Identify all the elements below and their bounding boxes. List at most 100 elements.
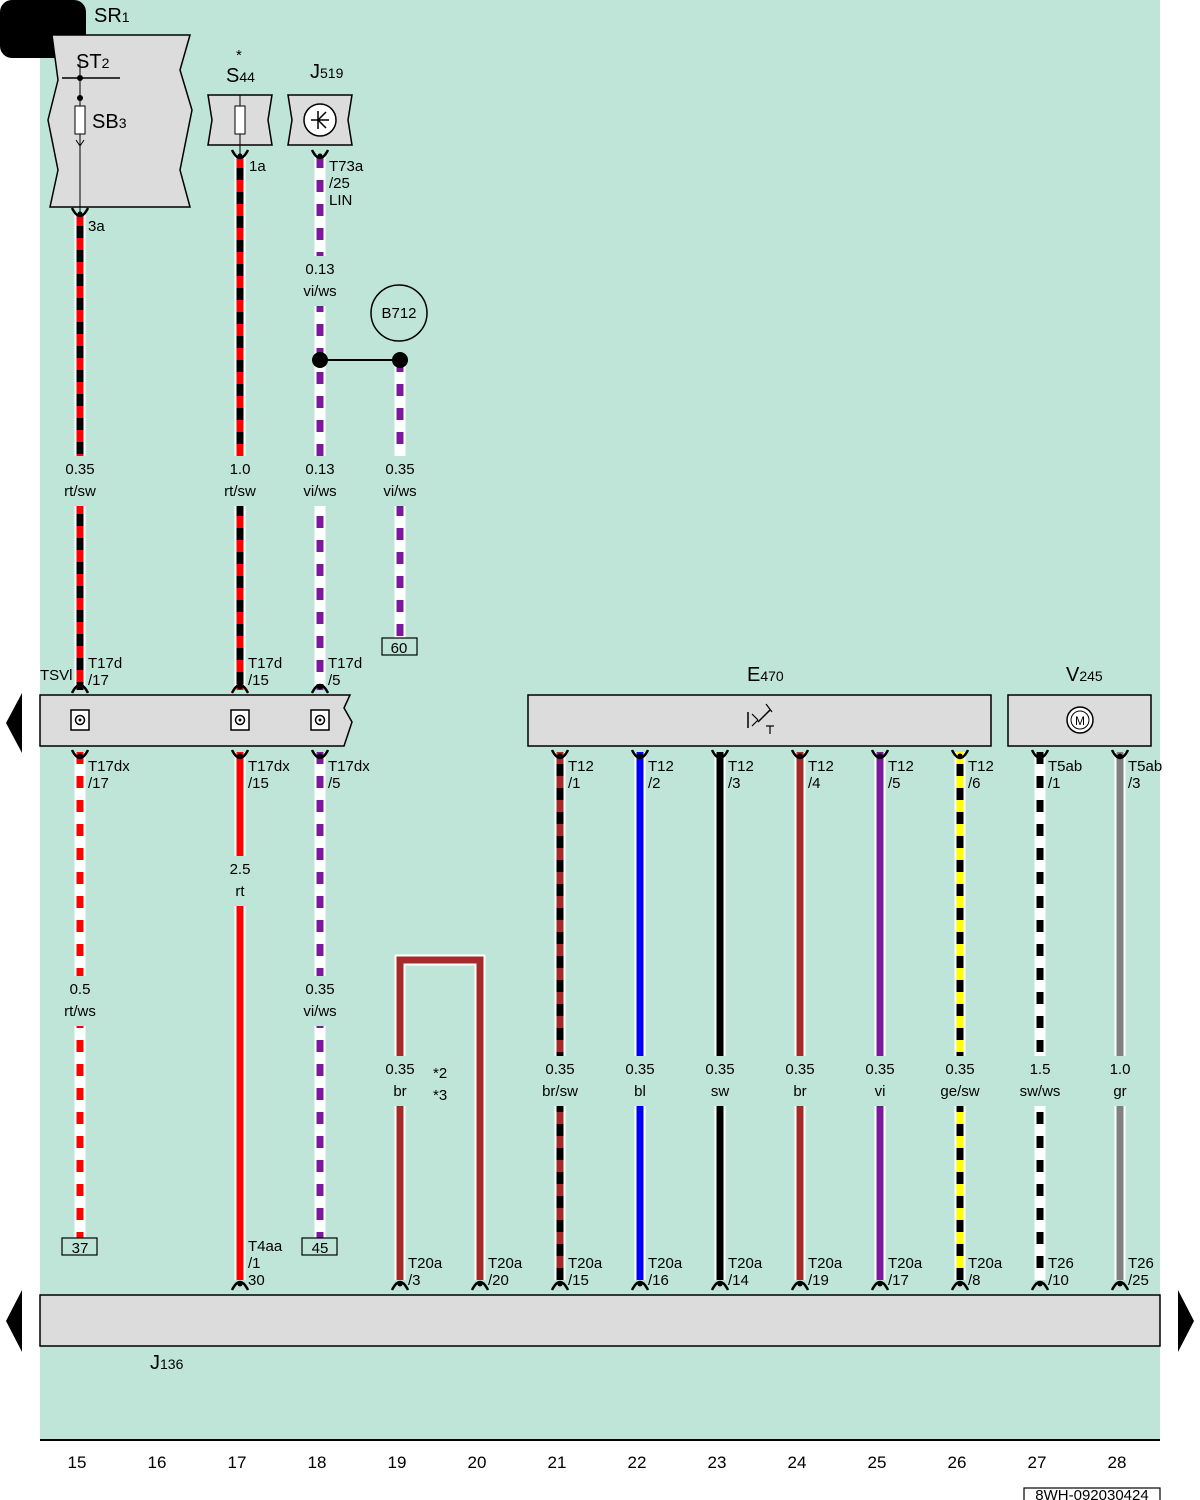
pin-label: T20a: [888, 1255, 923, 1272]
column-number: 21: [548, 1453, 567, 1472]
pin-label: T20a: [568, 1255, 603, 1272]
wire-size: 1.0: [1110, 1061, 1131, 1078]
footnote-2: *2: [433, 1065, 447, 1082]
terminal-dot: [1117, 1281, 1123, 1287]
terminal-dot: [317, 153, 323, 159]
wire-color: br/sw: [542, 1083, 578, 1100]
wire-size: 0.35: [65, 461, 94, 478]
column-number: 18: [308, 1453, 327, 1472]
column-number: 26: [948, 1453, 967, 1472]
wire-size: 0.5: [70, 981, 91, 998]
j136-label: J136: [150, 1352, 184, 1374]
column-number: 22: [628, 1453, 647, 1472]
pin-label: T20a: [408, 1255, 443, 1272]
pin-label: /10: [1048, 1272, 1069, 1289]
sb3-label: SB3: [92, 111, 127, 133]
pin-label: /6: [968, 775, 981, 792]
pin-label: /19: [808, 1272, 829, 1289]
reference-45[interactable]: 45: [301, 1237, 338, 1257]
wire-size: 0.35: [705, 1061, 734, 1078]
svg-text:60: 60: [391, 640, 408, 657]
switch-symbol-icon: [747, 703, 774, 734]
pin-label: /17: [88, 775, 109, 792]
left-arrow-icon[interactable]: [6, 693, 22, 753]
pin-label: T17d: [88, 655, 122, 672]
pin-label: T12: [568, 758, 594, 775]
pin-label: /1: [248, 1255, 261, 1272]
pin-label: T12: [808, 758, 834, 775]
pin-label: T20a: [808, 1255, 843, 1272]
column-numbers: 15 16 17 18 19 20 21 22 23 24 25 26 27 2…: [68, 1453, 1127, 1472]
pin-label: T26: [1128, 1255, 1154, 1272]
j136-control-unit[interactable]: [39, 1294, 1161, 1347]
wire-color: vi/ws: [303, 283, 336, 300]
column-number: 15: [68, 1453, 87, 1472]
splice-node: [312, 352, 328, 368]
reference-60[interactable]: 60: [381, 637, 418, 657]
terminal-dot: [717, 753, 723, 759]
column-number: 17: [228, 1453, 247, 1472]
sr1-component[interactable]: [47, 34, 193, 212]
wire-size: 1.0: [230, 461, 251, 478]
wire-color: ge/sw: [940, 1083, 979, 1100]
wire-size: 0.35: [305, 981, 334, 998]
pin-label: T12: [648, 758, 674, 775]
wire-size: 0.35: [785, 1061, 814, 1078]
terminal-dot: [317, 684, 323, 690]
b712-circle[interactable]: [370, 284, 428, 342]
wire-size: 1.5: [1030, 1061, 1051, 1078]
right-arrow-icon[interactable]: [1178, 1290, 1194, 1352]
terminal-dot: [237, 753, 243, 759]
terminal-dot: [877, 753, 883, 759]
contacts-layer: [70, 709, 330, 731]
bridge-wire: [394, 954, 486, 1280]
wires-layer: [74, 156, 1126, 1280]
pin-label: 30: [248, 1272, 265, 1289]
s44-fuse[interactable]: [207, 94, 273, 160]
wire-color: gr: [1113, 1083, 1126, 1100]
pin-label: T5ab: [1128, 758, 1162, 775]
pin-label: T12: [728, 758, 754, 775]
motor-icon: M: [1066, 706, 1094, 734]
terminal-dot: [637, 1281, 643, 1287]
pin-label: /15: [568, 1272, 589, 1289]
terminal-dot: [1117, 753, 1123, 759]
t17-connector[interactable]: [39, 694, 353, 747]
reference-37[interactable]: 37: [61, 1237, 98, 1257]
pin-label: /3: [1128, 775, 1141, 792]
terminals-layer: [70, 149, 1130, 1291]
wire-color: bl: [634, 1083, 646, 1100]
pin-label: /2: [648, 775, 661, 792]
wire-labels: 0.35 rt/sw 1.0 rt/sw 0.13 vi/ws 0.13 vi/…: [56, 256, 1144, 1106]
pin-label: T73a: [329, 158, 364, 175]
sr1-label: SR1: [94, 5, 130, 27]
terminal-dot: [77, 753, 83, 759]
pin-label: T17d: [328, 655, 362, 672]
pin-label: /3: [728, 775, 741, 792]
wire-color: rt: [235, 883, 245, 900]
pin-labels: 3a 1a T73a /25 LIN T17d /17 T17d /15 T17…: [88, 158, 1162, 1289]
splice-node: [392, 352, 408, 368]
pin-contact-icon: [70, 709, 90, 731]
pin-label: /4: [808, 775, 821, 792]
pin-label: /17: [888, 1272, 909, 1289]
column-number: 19: [388, 1453, 407, 1472]
terminal-dot: [237, 684, 243, 690]
wire-size: 0.35: [865, 1061, 894, 1078]
terminal-dot: [1037, 753, 1043, 759]
pin-label: T12: [888, 758, 914, 775]
left-arrow-icon[interactable]: [6, 1290, 22, 1352]
pin-contact-icon: [230, 709, 250, 731]
pin-label: /16: [648, 1272, 669, 1289]
terminal-dot: [477, 1281, 483, 1287]
wire-size: 0.35: [385, 461, 414, 478]
column-number: 28: [1108, 1453, 1127, 1472]
j519-control-unit[interactable]: [287, 94, 353, 146]
pin-label: /25: [329, 175, 350, 192]
wire-size: 0.35: [545, 1061, 574, 1078]
pin-label: T17d: [248, 655, 282, 672]
pin-label: T17dx: [248, 758, 290, 775]
pin-label: /15: [248, 672, 269, 689]
column-number: 20: [468, 1453, 487, 1472]
